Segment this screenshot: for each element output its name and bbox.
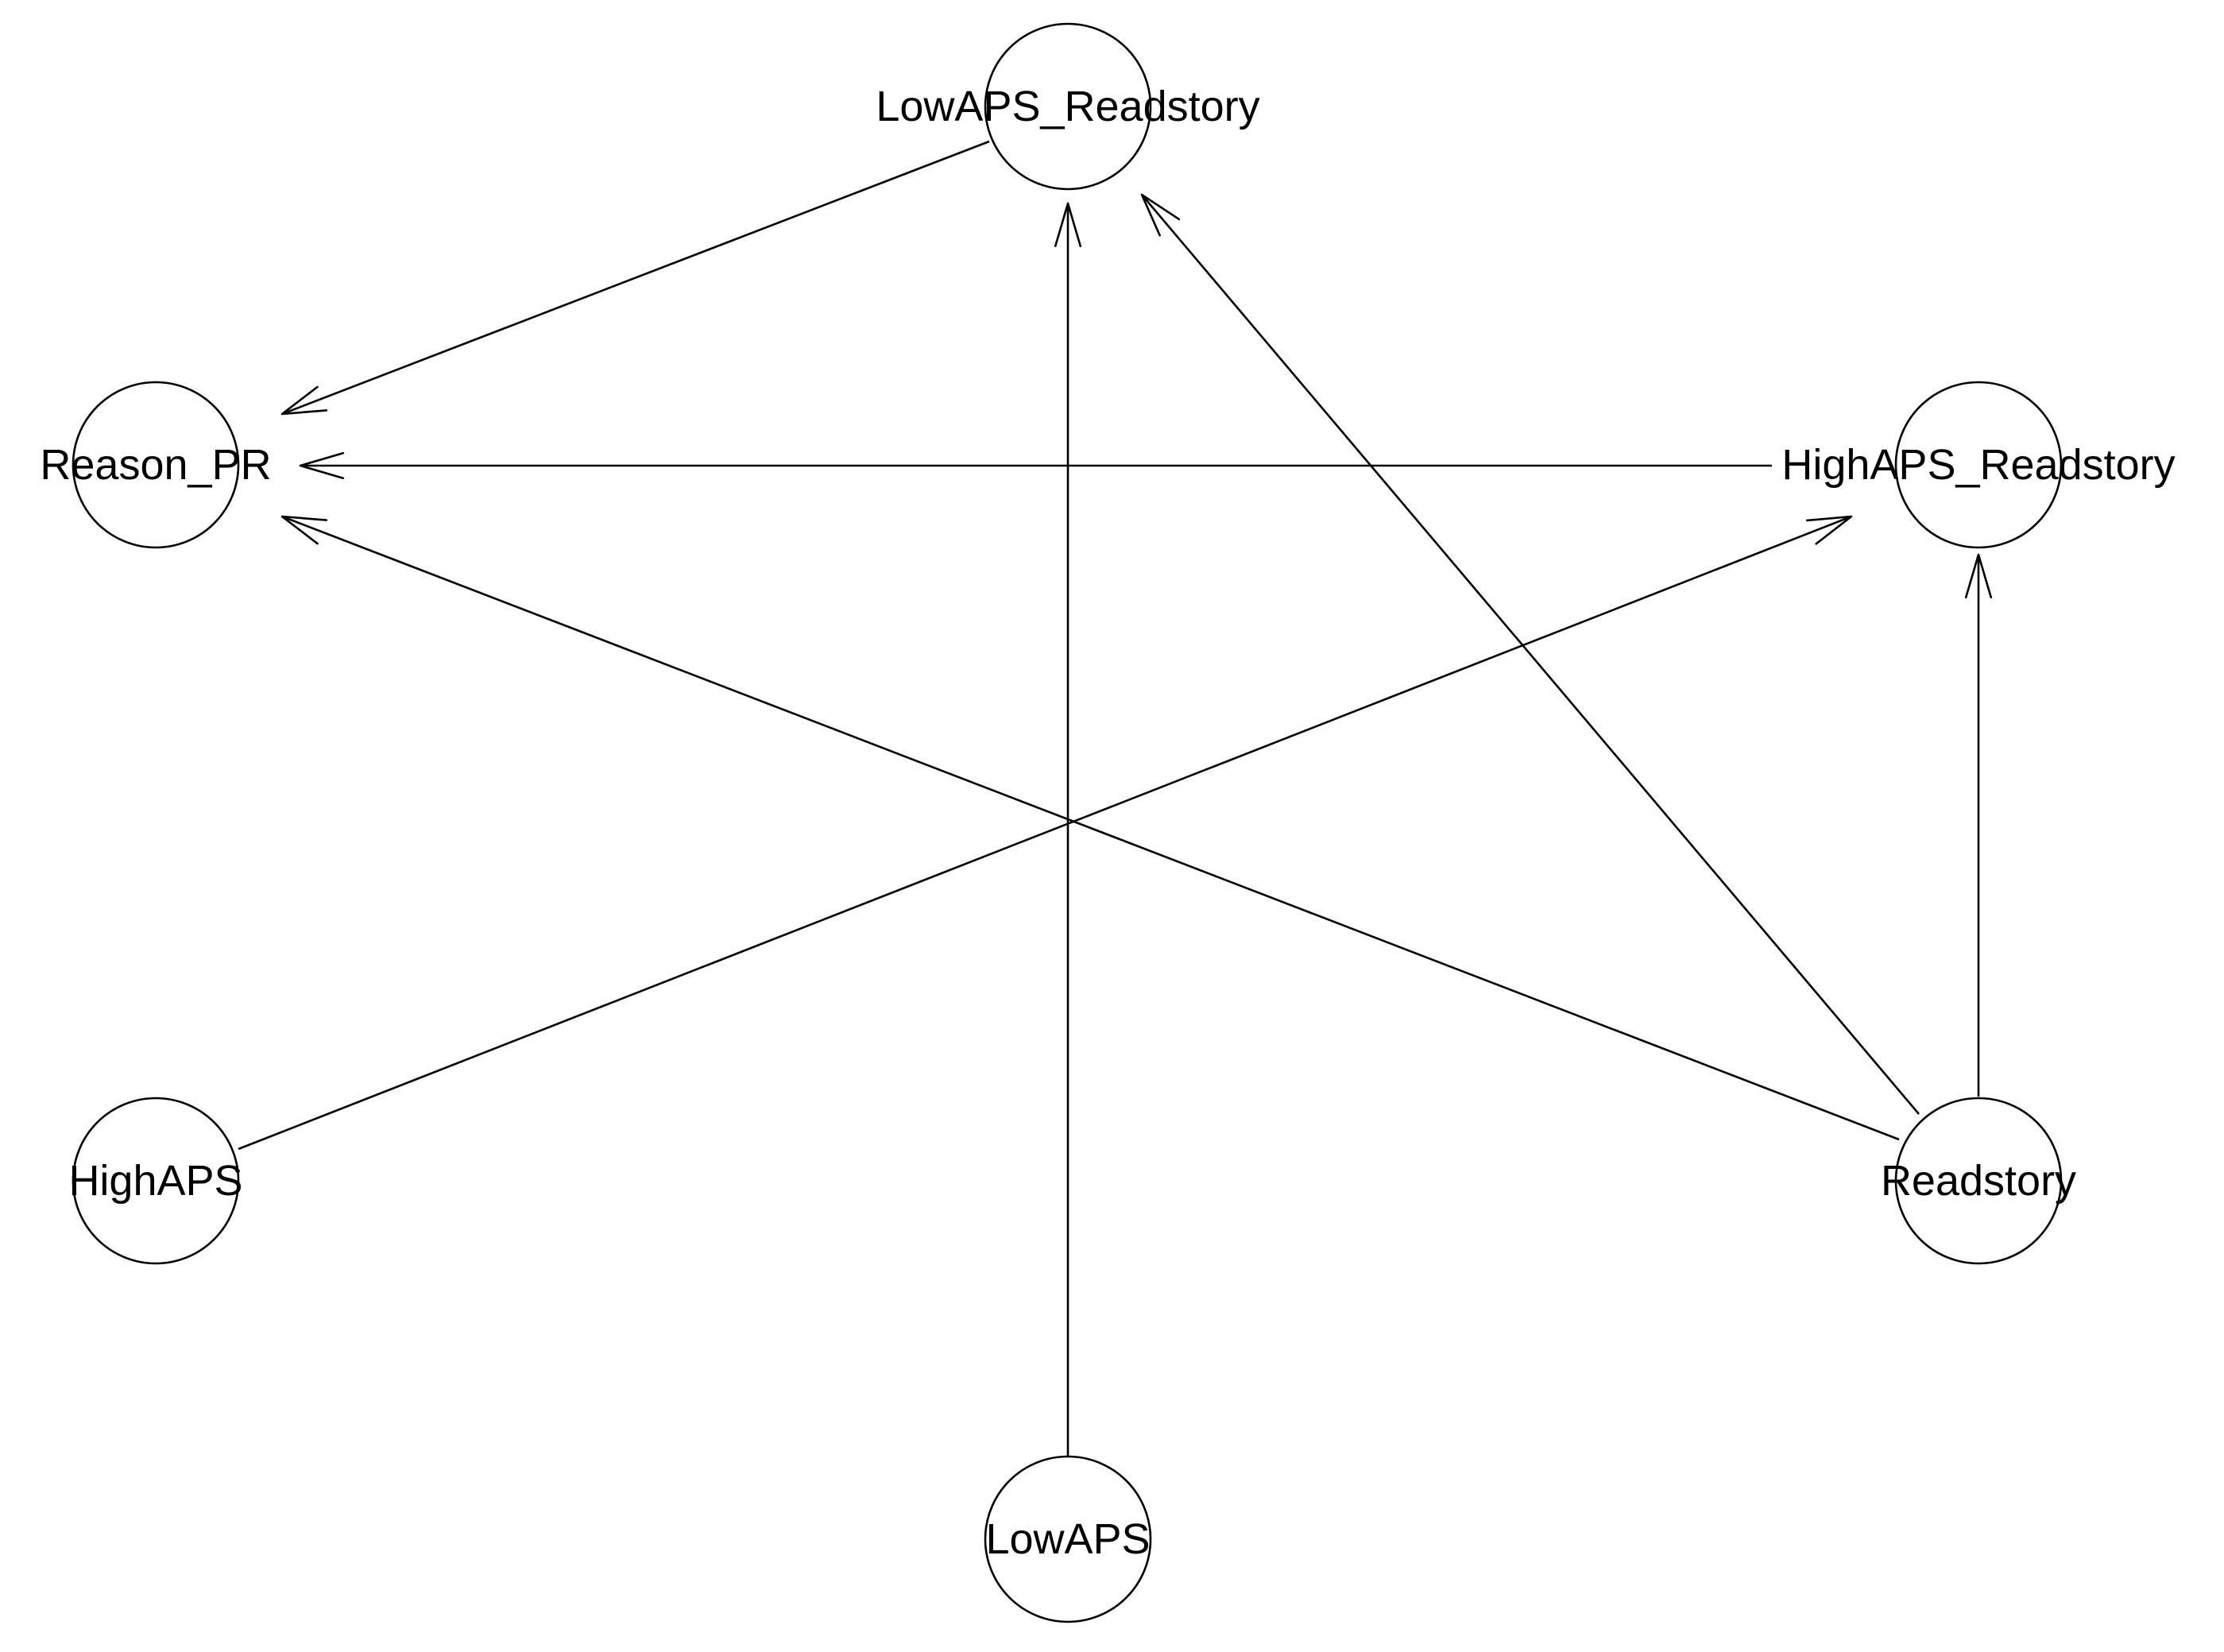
node-circle [1894, 1097, 2063, 1265]
edge-line [281, 140, 990, 416]
edge-lowaps-readstory-to-reason-pr [280, 140, 990, 416]
edge-line [281, 515, 1900, 1141]
node-label: Reason_PR [40, 441, 271, 489]
node-lowaps-readstory: LowAPS_Readstory [876, 22, 1260, 191]
edges-layer [238, 140, 1993, 1457]
node-circle [1894, 381, 2063, 549]
node-highaps: HighAPS [68, 1097, 243, 1265]
arrowhead-icon [1805, 515, 1853, 545]
edge-readstory-to-lowaps-readstory [1140, 193, 1920, 1115]
node-label: HighAPS_Readstory [1781, 441, 2175, 489]
edge-highaps-readstory-to-reason-pr [299, 451, 1772, 480]
edge-readstory-to-reason-pr [280, 515, 1900, 1141]
node-circle [72, 381, 240, 549]
node-label: Readstory [1881, 1157, 2076, 1205]
node-label: HighAPS [68, 1157, 242, 1205]
node-highaps-readstory: HighAPS_Readstory [1781, 381, 2176, 549]
arrowhead-icon [280, 385, 328, 416]
edge-line [238, 515, 1852, 1151]
node-reason-pr: Reason_PR [40, 381, 272, 549]
arrowhead-icon [1140, 193, 1181, 237]
arrowhead-icon [1964, 553, 1993, 599]
edge-readstory-to-highaps-readstory [1964, 553, 1993, 1097]
arrowhead-icon [1054, 202, 1082, 248]
edge-line [1141, 194, 1920, 1115]
node-label: LowAPS [985, 1515, 1150, 1563]
arrowhead-icon [299, 451, 345, 480]
arrowhead-icon [280, 515, 328, 545]
edge-highaps-to-highaps-readstory [238, 515, 1853, 1151]
node-readstory: Readstory [1881, 1097, 2076, 1265]
node-label: LowAPS_Readstory [876, 83, 1259, 130]
node-lowaps: LowAPS [984, 1455, 1152, 1623]
node-circle [984, 1455, 1152, 1623]
node-circle [72, 1097, 240, 1265]
node-circle [984, 22, 1152, 191]
edge-lowaps-to-lowaps-readstory [1054, 202, 1082, 1457]
